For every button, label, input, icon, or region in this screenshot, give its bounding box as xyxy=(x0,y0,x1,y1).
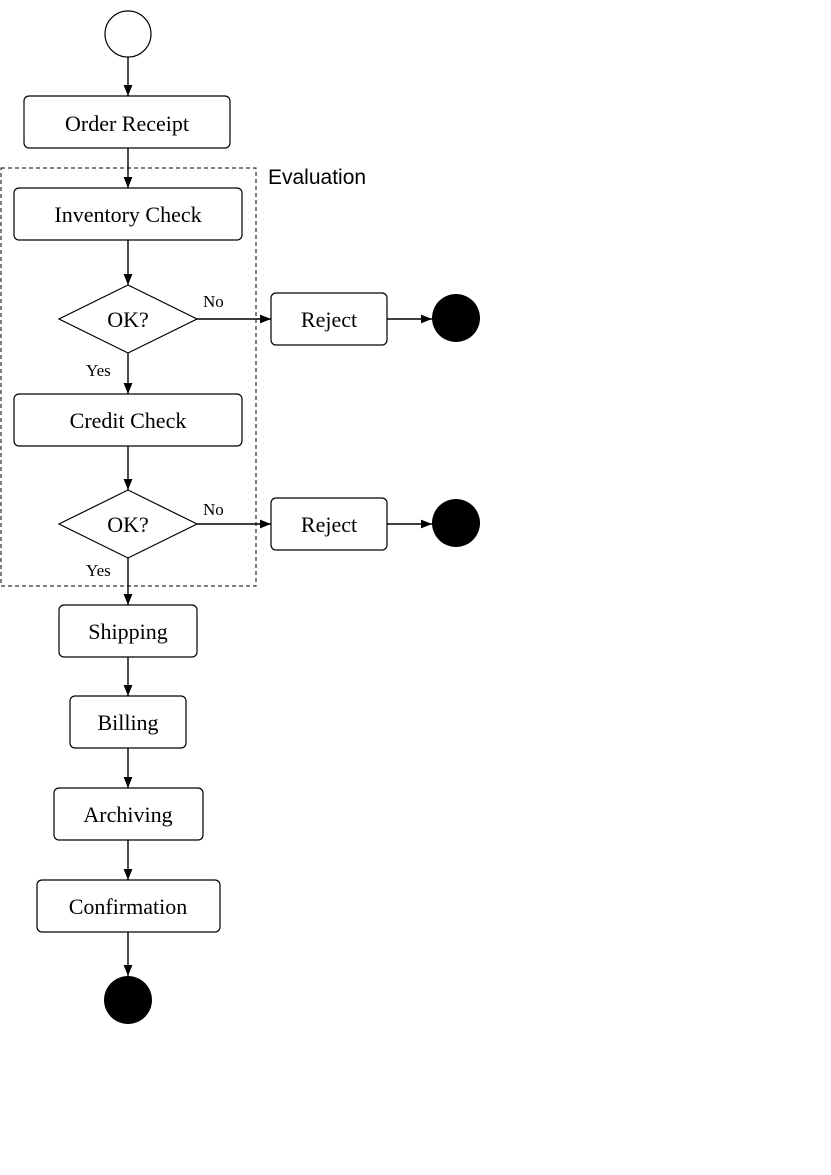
edge-label-yes-1: Yes xyxy=(86,361,111,380)
decision-1-diamond xyxy=(57,284,199,354)
reject-2-node xyxy=(270,497,388,551)
edge-label-no-1: No xyxy=(203,292,224,311)
archiving-node xyxy=(53,787,204,841)
inventory-check-label: Inventory Check xyxy=(54,202,201,227)
billing-node xyxy=(69,695,187,749)
evaluation-group-label: Evaluation xyxy=(268,166,366,189)
shipping-node xyxy=(58,604,198,658)
edge-label-yes-2: Yes xyxy=(86,561,111,580)
order-receipt-node xyxy=(23,95,231,149)
archiving-label: Archiving xyxy=(83,802,172,827)
reject-1-label: Reject xyxy=(301,307,357,332)
start-node xyxy=(104,10,152,58)
decision-1-label: OK? xyxy=(107,307,149,332)
credit-check-label: Credit Check xyxy=(70,408,187,433)
order-receipt-label: Order Receipt xyxy=(65,111,189,136)
decision-2-label: OK? xyxy=(107,512,149,537)
billing-label: Billing xyxy=(97,710,158,735)
edge-label-no-2: No xyxy=(203,500,224,519)
reject-2-label: Reject xyxy=(301,512,357,537)
credit-check-node xyxy=(13,393,243,447)
reject-1-node xyxy=(270,292,388,346)
decision-2-diamond xyxy=(57,489,199,559)
inventory-check-node xyxy=(13,187,243,241)
confirmation-label: Confirmation xyxy=(69,894,188,919)
end-node-reject-2 xyxy=(432,499,480,547)
end-node-final xyxy=(104,976,152,1024)
end-node-reject-1 xyxy=(432,294,480,342)
confirmation-node xyxy=(36,879,221,933)
shipping-label: Shipping xyxy=(88,619,167,644)
